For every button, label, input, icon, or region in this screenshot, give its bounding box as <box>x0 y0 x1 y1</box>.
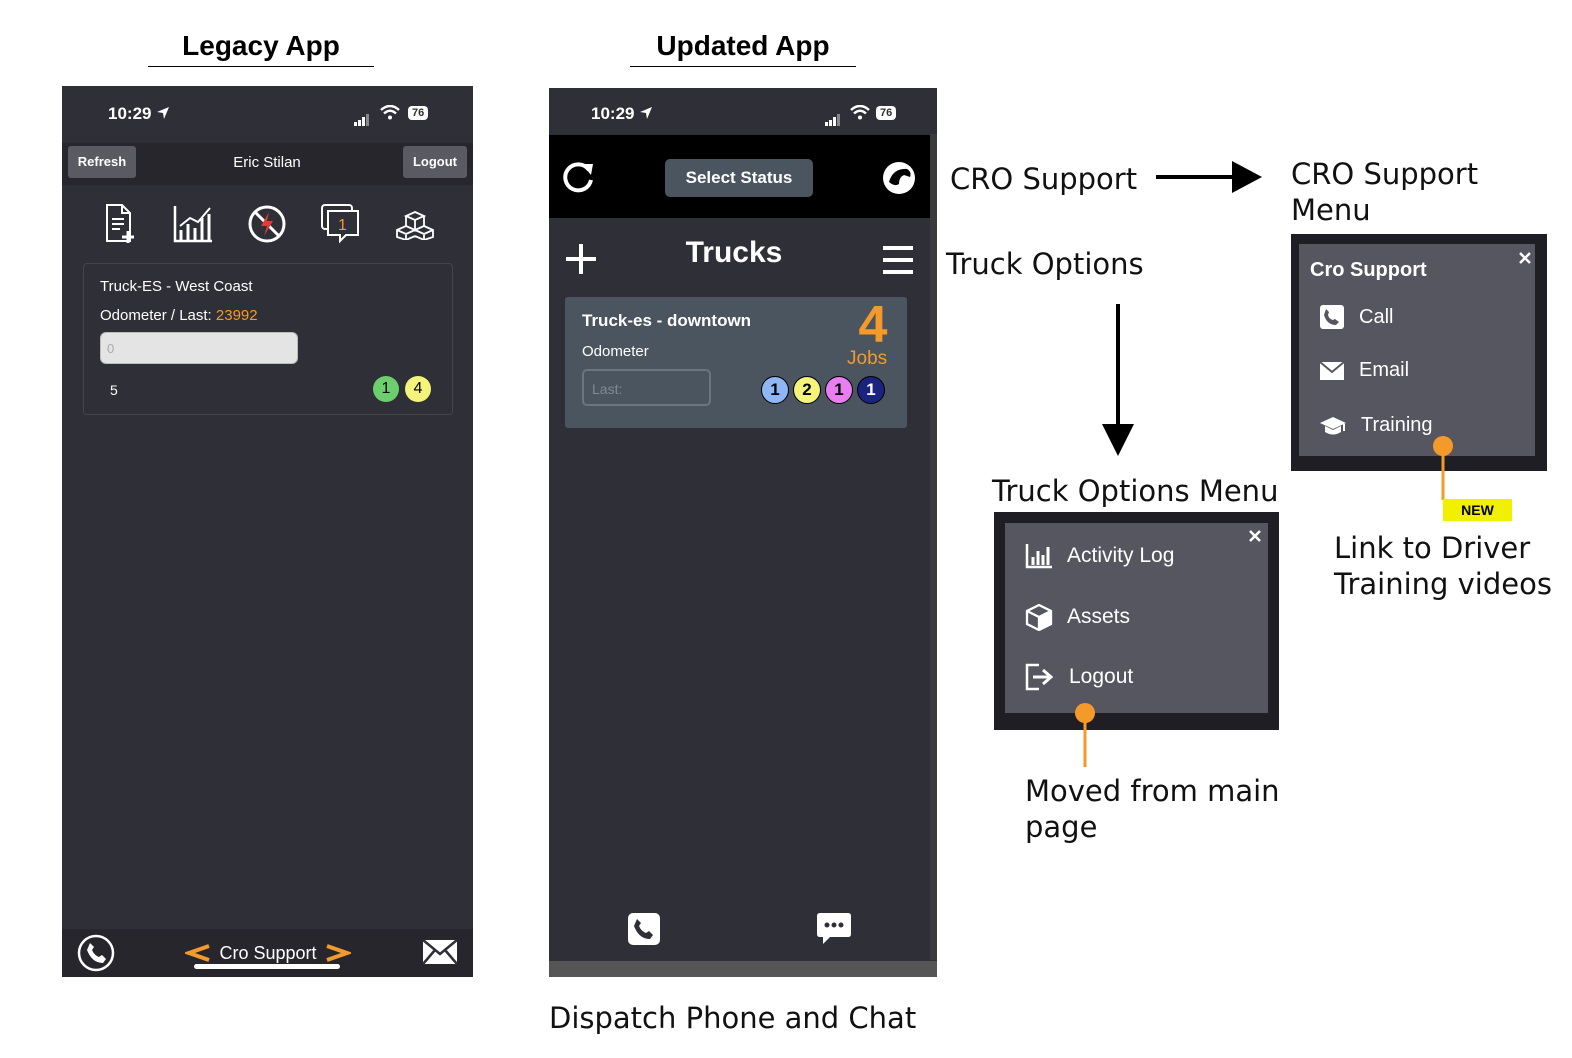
updated-phone-screen: 10:29 76 Select Status Trucks Truck-es -… <box>549 88 937 977</box>
arrow-down-icon <box>1102 304 1134 456</box>
status-badge-pink: 1 <box>825 376 853 404</box>
moved-from-main-page-note: Moved from main page <box>1025 774 1280 844</box>
home-indicator <box>194 964 340 969</box>
refresh-button[interactable]: Refresh <box>68 146 136 178</box>
callout-pin-logout <box>1075 703 1095 767</box>
page-title: Trucks <box>685 236 783 269</box>
chart-icon[interactable] <box>172 204 214 244</box>
legacy-heading-underline <box>148 66 374 67</box>
updated-truck-card[interactable]: Truck-es - downtown Odometer Last: 4 Job… <box>565 296 907 428</box>
no-power-icon[interactable] <box>247 204 287 244</box>
wifi-icon <box>380 105 400 120</box>
logout-icon <box>1025 663 1054 691</box>
logout-button[interactable]: Logout <box>403 146 467 178</box>
cro-support-menu-annotation: CRO Support Menu <box>1291 157 1479 227</box>
updated-heading-underline <box>630 66 856 67</box>
menu-item-logout[interactable]: Logout <box>1025 663 1133 691</box>
updated-right-edge <box>930 134 937 960</box>
bar-chart-icon <box>1025 544 1052 569</box>
cro-support-menu-title: Cro Support <box>1310 259 1427 281</box>
jobs-count: 4 <box>858 296 888 354</box>
menu-item-call[interactable]: Call <box>1319 304 1393 330</box>
close-icon[interactable] <box>1249 530 1261 542</box>
menu-item-label: Activity Log <box>1067 544 1175 567</box>
envelope-icon <box>1319 360 1345 380</box>
odometer-input[interactable]: 0 <box>100 332 298 364</box>
dispatch-phone-icon[interactable] <box>627 912 661 946</box>
location-arrow-icon <box>157 107 170 119</box>
mail-icon[interactable] <box>422 939 458 965</box>
battery-indicator: 76 <box>876 106 897 120</box>
status-badge-navy: 1 <box>857 376 885 404</box>
messages-count: 1 <box>338 217 347 234</box>
chevron-right-icon <box>325 944 351 962</box>
phone-icon <box>1320 305 1344 329</box>
graduation-cap-icon <box>1320 416 1346 434</box>
phone-call-icon[interactable] <box>76 933 116 973</box>
signal-icon <box>825 108 841 126</box>
cro-support-footer-button[interactable]: Cro Support <box>180 938 356 968</box>
legacy-footer-bar <box>62 929 473 977</box>
odometer-label: Odometer / Last: <box>100 307 212 324</box>
truck-options-menu-annotation: Truck Options Menu <box>992 474 1279 508</box>
cro-support-footer-label: Cro Support <box>219 942 317 963</box>
menu-item-email[interactable]: Email <box>1319 359 1409 382</box>
cube-icon <box>1025 603 1053 631</box>
truck-name: Truck-es - downtown <box>582 311 752 330</box>
menu-item-label: Email <box>1359 359 1410 381</box>
updated-app-heading: Updated App <box>656 30 830 61</box>
status-badge-blue: 1 <box>761 376 789 404</box>
truck-options-annotation: Truck Options <box>946 247 1144 281</box>
menu-item-activity-log[interactable]: Activity Log <box>1025 543 1174 569</box>
dispatch-phone-chat-note: Dispatch Phone and Chat <box>549 1001 917 1035</box>
cro-support-annotation: CRO Support <box>950 162 1138 196</box>
callout-pin-training <box>1433 436 1453 500</box>
user-name: Eric Stilan <box>233 154 301 171</box>
messages-icon[interactable] <box>320 203 362 245</box>
assets-boxes-icon[interactable] <box>394 210 436 240</box>
driver-training-note: Link to Driver Training videos <box>1334 531 1552 601</box>
odometer-row: Odometer / Last: 23992 <box>100 307 258 324</box>
status-badge-yellow: 4 <box>405 376 431 402</box>
refresh-icon[interactable] <box>562 160 596 194</box>
menu-item-label: Call <box>1359 305 1394 328</box>
jobs-label: Jobs <box>847 348 888 369</box>
truck-name: Truck-ES - West Coast <box>100 278 253 295</box>
status-badge-green: 1 <box>373 376 399 402</box>
legacy-phone-screen: 10:29 76 Refresh Eric Stilan Logout 1 Tr… <box>62 86 473 977</box>
updated-bottom-strip <box>549 961 937 977</box>
menu-item-label: Logout <box>1069 665 1134 688</box>
legacy-status-time: 10:29 <box>108 104 170 124</box>
new-document-icon[interactable] <box>104 203 136 245</box>
dispatch-chat-icon[interactable] <box>816 911 852 947</box>
location-arrow-icon <box>640 107 653 119</box>
wifi-icon <box>850 105 870 120</box>
odometer-last-value: 23992 <box>215 307 258 324</box>
legacy-app-heading: Legacy App <box>182 30 340 61</box>
new-tag: NEW <box>1443 499 1512 521</box>
arrow-right-icon <box>1156 161 1262 193</box>
battery-indicator: 76 <box>408 106 429 120</box>
eagle-logo-icon[interactable] <box>881 160 917 196</box>
hamburger-menu-icon[interactable] <box>881 244 915 276</box>
status-badge-yellow: 2 <box>793 376 821 404</box>
legacy-truck-card[interactable]: Truck-ES - West Coast Odometer / Last: 2… <box>83 263 453 415</box>
select-status-button[interactable]: Select Status <box>665 159 813 197</box>
updated-status-time: 10:29 <box>591 104 653 124</box>
truck-options-menu: Activity Log Assets Logout <box>994 512 1279 730</box>
menu-item-label: Assets <box>1067 605 1131 628</box>
add-icon[interactable] <box>564 242 598 276</box>
chevron-left-icon <box>185 944 211 962</box>
odometer-input[interactable]: Last: <box>582 369 711 406</box>
signal-icon <box>354 108 370 126</box>
close-icon[interactable] <box>1519 252 1531 264</box>
menu-item-training[interactable]: Training <box>1319 414 1433 437</box>
menu-item-assets[interactable]: Assets <box>1025 603 1130 631</box>
cro-support-menu-panel: Cro Support Call Email Training <box>1299 244 1535 456</box>
cro-support-menu: Cro Support Call Email Training <box>1291 234 1547 471</box>
job-count: 5 <box>110 382 118 398</box>
menu-item-label: Training <box>1361 414 1433 436</box>
odometer-label: Odometer <box>582 343 649 360</box>
truck-options-menu-panel: Activity Log Assets Logout <box>1005 523 1268 713</box>
